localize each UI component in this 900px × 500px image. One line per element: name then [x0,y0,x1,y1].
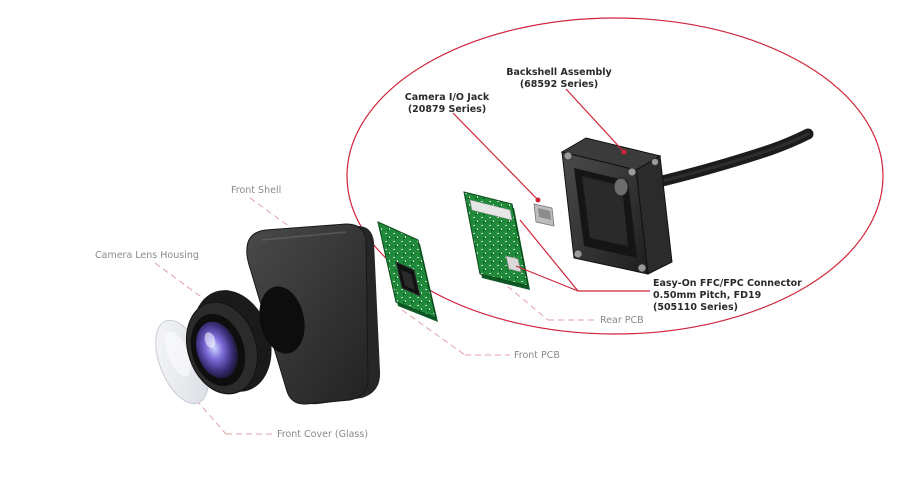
front-cover-glass-label: Front Cover (Glass) [277,429,369,440]
backshell-assembly-label-line2: (68592 Series) [519,79,599,90]
front-shell-part [246,223,381,405]
rear-pcb-part [463,191,530,290]
camera-io-jack-label-line1: Camera I/O Jack [404,92,490,103]
rear-pcb-label: Rear PCB [600,315,644,326]
camera-io-jack-label-line2: (20879 Series) [407,104,487,115]
camera-lens-housing-label: Camera Lens Housing [95,250,199,261]
camera-io-jack-label: Camera I/O Jack (20879 Series) [392,92,502,116]
front-pcb-part [377,221,438,322]
backshell-assembly-label-line1: Backshell Assembly [506,67,612,78]
front-pcb-label: Front PCB [514,350,560,361]
leader-lines-red [452,88,650,292]
backshell-assembly-part [560,128,814,275]
ffc-connector-label: Easy-On FFC/FPC Connector 0.50mm Pitch, … [653,278,802,314]
backshell-assembly-label: Backshell Assembly (68592 Series) [498,67,620,91]
ffc-connector-label-line2: 0.50mm Pitch, FD19 [653,290,762,301]
ffc-connector-label-line1: Easy-On FFC/FPC Connector [653,278,802,289]
camera-io-jack-part [533,203,555,227]
camera-lens-housing-part [186,290,272,395]
front-shell-label: Front Shell [231,185,282,196]
highlight-ellipse [346,17,884,335]
ffc-connector-label-line3: (505110 Series) [653,302,738,313]
leader-dots [535,149,627,203]
